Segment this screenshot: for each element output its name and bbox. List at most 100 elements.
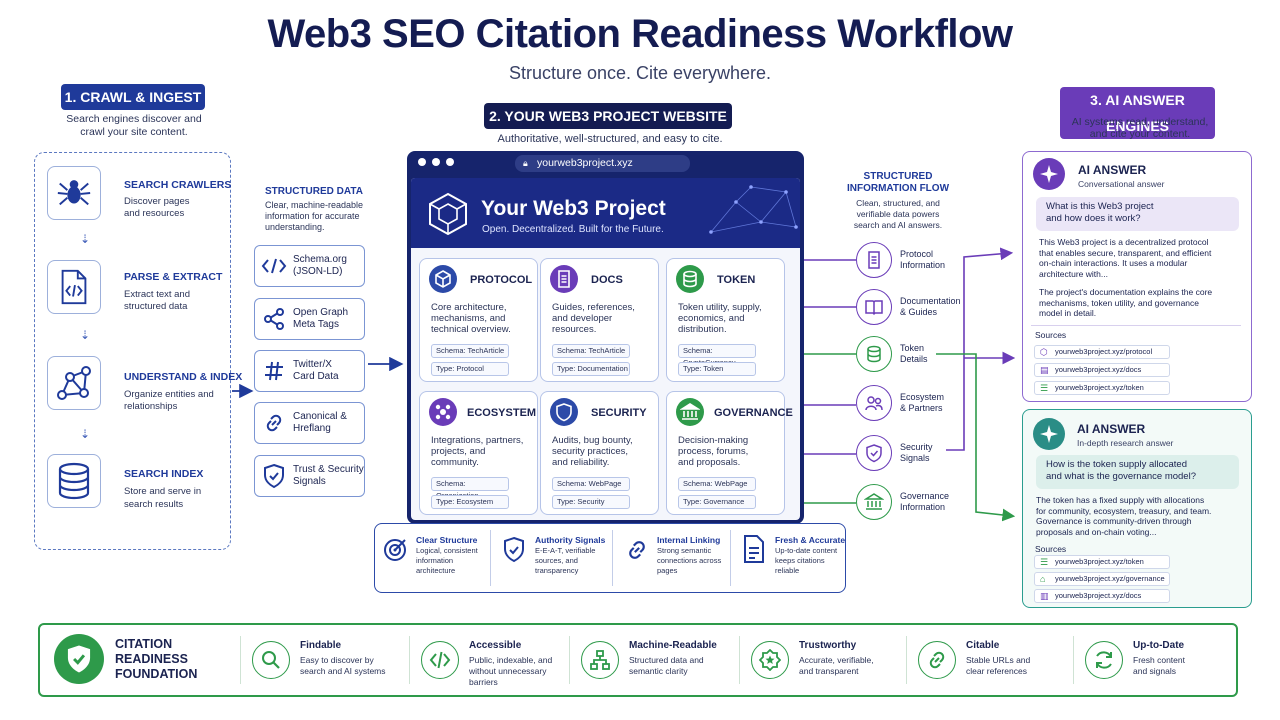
ai-answer-text: The token has a fixed supply with alloca… xyxy=(1036,495,1238,537)
type-tag: Type: Ecosystem xyxy=(431,495,509,509)
flow-title-line: STRUCTURED xyxy=(863,171,933,182)
foundation-item-title: Machine-Readable xyxy=(629,640,717,651)
source-link[interactable]: ⌂yourweb3project.xyz/governance xyxy=(1034,572,1170,586)
website-label: 2. YOUR WEB3 PROJECT WEBSITE xyxy=(484,103,732,129)
schema-tag: Schema: TechArticle xyxy=(552,344,630,358)
foundation-item-desc: semantic clarity xyxy=(629,666,688,676)
card-desc-line: and proposals. xyxy=(678,457,741,468)
refresh-icon xyxy=(1085,641,1123,679)
feature-desc: Strong semantic xyxy=(657,546,712,555)
source-url: yourweb3project.xyz/protocol xyxy=(1055,347,1153,356)
cube-icon xyxy=(429,265,457,293)
card-title: TOKEN xyxy=(717,274,756,286)
source-link[interactable]: ☰yourweb3project.xyz/token xyxy=(1034,381,1170,395)
index-step-box xyxy=(47,356,101,410)
crawler-step-box xyxy=(47,166,101,220)
card-title: ECOSYSTEM xyxy=(467,407,537,419)
foundation-item-title: Accessible xyxy=(469,640,522,651)
feature-desc: connections across xyxy=(657,556,722,565)
url-bar[interactable]: 🔒︎ yourweb3project.xyz xyxy=(515,155,690,172)
share-icon xyxy=(264,308,284,330)
flow-desc: Clean, structured, and verifiable data p… xyxy=(832,198,964,231)
foundation-item-desc: Stable URLs and xyxy=(966,655,1031,665)
flow-item-line: Documentation xyxy=(900,296,961,306)
hero-title: Your Web3 Project xyxy=(481,197,666,220)
foundation-item-desc: clear references xyxy=(966,666,1027,676)
flow-item-line: Token xyxy=(900,343,925,353)
feature-divider xyxy=(730,530,731,586)
ai-question-line: and how does it work? xyxy=(1046,213,1141,224)
coins-icon: ☰ xyxy=(1040,557,1049,567)
feature-divider xyxy=(612,530,613,586)
down-arrow-icon: ⇣ xyxy=(80,427,91,441)
search-index-step-box xyxy=(47,454,101,508)
ai-answer-text: This Web3 project is a decentralized pro… xyxy=(1039,237,1241,279)
crawl-step-desc: Organize entities and xyxy=(124,389,214,400)
crawl-label: 1. CRAWL & INGEST xyxy=(61,84,205,110)
shield-check-icon xyxy=(856,435,892,471)
foundation-item-desc: and signals xyxy=(1133,666,1177,676)
source-link[interactable]: ☰yourweb3project.xyz/token xyxy=(1034,555,1170,569)
bank-icon xyxy=(676,398,704,426)
badge-icon xyxy=(751,641,789,679)
card-desc-line: Audits, bug bounty, xyxy=(552,435,633,446)
crawl-step-desc: relationships xyxy=(124,401,178,412)
feature-desc: information xyxy=(416,556,454,565)
foundation-title: CITATION READINESS FOUNDATION xyxy=(115,637,197,682)
crawl-step-title: SEARCH CRAWLERS xyxy=(124,179,232,191)
structured-item-label: Schema.org xyxy=(293,254,347,265)
foundation-divider xyxy=(906,636,907,684)
ai-answer-line: model in detail. xyxy=(1039,308,1097,318)
schema-tag: Schema: TechArticle xyxy=(431,344,509,358)
flow-item-line: & Partners xyxy=(900,403,943,413)
feature-bar xyxy=(374,523,846,593)
feature-desc: sources, and xyxy=(535,556,578,565)
card-desc-line: process, forums, xyxy=(678,446,749,457)
crawl-step-desc: search results xyxy=(124,499,184,510)
source-url: yourweb3project.xyz/governance xyxy=(1055,574,1165,583)
coins-icon xyxy=(676,265,704,293)
ai-card-heading: AI ANSWER xyxy=(1078,163,1147,177)
source-link[interactable]: ▥ yourweb3project.xyz/docs xyxy=(1034,589,1170,603)
feature-desc: reliable xyxy=(775,566,800,575)
foundation-divider xyxy=(739,636,740,684)
window-dot xyxy=(446,158,454,166)
sparkle-icon xyxy=(1033,418,1065,450)
ai-answer-line: This Web3 project is a decentralized pro… xyxy=(1039,237,1209,247)
feature-desc: E-E-A-T, verifiable xyxy=(535,546,596,555)
book-icon: ▥ xyxy=(1040,591,1049,601)
feature-desc: architecture xyxy=(416,566,456,575)
flow-desc-line: search and AI answers. xyxy=(853,220,943,230)
feature-divider xyxy=(490,530,491,586)
feature-desc: transparency xyxy=(535,566,579,575)
card-desc-line: community. xyxy=(431,457,479,468)
url-text: yourweb3project.xyz xyxy=(537,157,633,169)
ecosystem-icon xyxy=(429,398,457,426)
ai-question: What is this Web3 project and how does i… xyxy=(1036,197,1239,231)
foundation-item-title: Findable xyxy=(300,640,342,651)
source-link[interactable]: ⬡yourweb3project.xyz/protocol xyxy=(1034,345,1170,359)
hero-subtitle: Open. Decentralized. Built for the Futur… xyxy=(482,224,664,235)
foundation-divider xyxy=(569,636,570,684)
flow-title: STRUCTURED INFORMATION FLOW xyxy=(832,171,964,195)
flow-item-line: Governance xyxy=(900,491,950,501)
foundation-item-desc: and transparent xyxy=(799,666,859,676)
foundation-title-line: CITATION xyxy=(115,637,173,651)
source-url: yourweb3project.xyz/docs xyxy=(1055,591,1142,600)
crawl-step-desc: Discover pages xyxy=(124,196,190,207)
link-icon xyxy=(918,641,956,679)
source-link[interactable]: ▤yourweb3project.xyz/docs xyxy=(1034,363,1170,377)
